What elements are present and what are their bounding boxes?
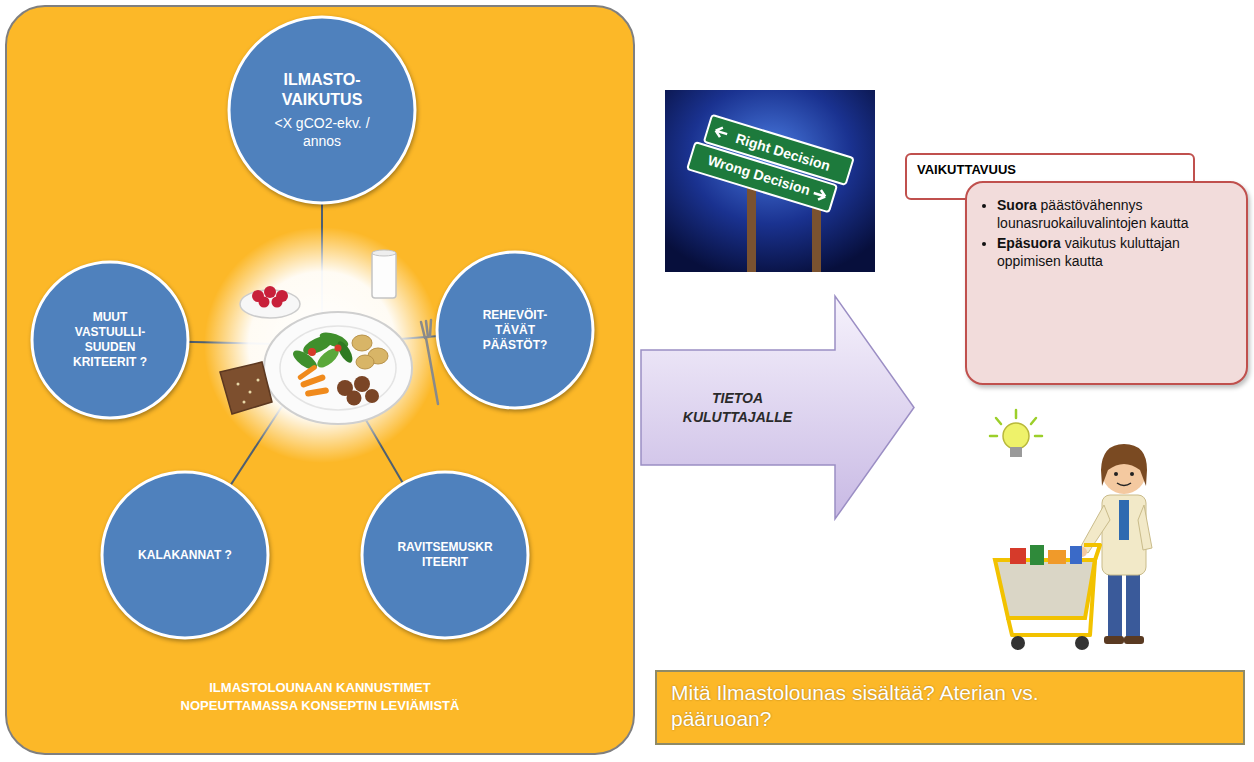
criteria-circle: REHEVÖIT- TÄVÄT PÄÄSTÖT? xyxy=(435,250,595,410)
milk-glass xyxy=(372,250,396,298)
circle-title: KALAKANNAT ? xyxy=(123,548,248,563)
circle-text-wrap: ILMASTO- VAIKUTUS <X gCO2-ekv. / annos xyxy=(227,15,417,205)
circle-subtitle: <X gCO2-ekv. / annos xyxy=(255,115,390,150)
criteria-circle: RAVITSEMUSKR ITEERIT xyxy=(360,470,530,640)
meal-plate-illustration xyxy=(204,227,440,463)
arrow-label: TIETOA KULUTTAJALLE xyxy=(673,389,803,425)
fork xyxy=(421,320,438,404)
circle-text-wrap: MUUT VASTUULLI- SUUDEN KRITEERIT ? xyxy=(30,260,190,420)
berry-bowl xyxy=(240,286,300,318)
meatballs xyxy=(337,376,379,406)
circle-outline xyxy=(437,252,593,408)
callout-body-box: Suora päästövähennys lounasruokailuvalin… xyxy=(965,181,1248,385)
circle-outline xyxy=(362,472,528,638)
question-text: Mitä Ilmastolounas sisältää? Aterian vs.… xyxy=(671,680,1141,733)
question-box: Mitä Ilmastolounas sisältää? Aterian vs.… xyxy=(655,670,1245,745)
bullet-item: Suora päästövähennys lounasruokailuvalin… xyxy=(997,197,1212,232)
circle-title: MUUT VASTUULLI- SUUDEN KRITEERIT ? xyxy=(60,310,160,370)
arrow-shape xyxy=(640,295,915,520)
lightbulb xyxy=(990,410,1042,457)
salad xyxy=(290,329,355,373)
arrow-text-wrap: TIETOA KULUTTAJALLE xyxy=(640,350,835,465)
circle-text-wrap: RAVITSEMUSKR ITEERIT xyxy=(360,470,530,640)
shopping-cart xyxy=(995,545,1100,650)
shopper-illustration xyxy=(990,410,1152,650)
circle-title: REHEVÖIT- TÄVÄT PÄÄSTÖT? xyxy=(468,308,563,353)
effectiveness-box: VAIKUTTAVUUS Suora päästövähennys lounasr… xyxy=(905,153,1248,385)
bullet-item: Epäsuora vaikutus kuluttajan oppimisen k… xyxy=(997,235,1212,270)
bullet-list: Suora päästövähennys lounasruokailuvalin… xyxy=(975,197,1234,270)
panel-caption-wrap: ILMASTOLOUNAAN KANNUSTIMET NOPEUTTAMASSA… xyxy=(7,679,633,714)
decision-sign-picture xyxy=(665,90,875,272)
circle-text-wrap: REHEVÖIT- TÄVÄT PÄÄSTÖT? xyxy=(435,250,595,410)
circle-outline xyxy=(229,17,415,203)
panel-ground xyxy=(6,6,634,754)
incentive-panel: ILMASTO- VAIKUTUS <X gCO2-ekv. / annosMUU… xyxy=(5,5,635,755)
callout-heading: VAIKUTTAVUUS xyxy=(917,162,1183,177)
sign-arrow xyxy=(714,126,728,139)
criteria-circle: MUUT VASTUULLI- SUUDEN KRITEERIT ? xyxy=(30,260,190,420)
circle-title: RAVITSEMUSKR ITEERIT xyxy=(385,540,505,570)
criteria-circle: ILMASTO- VAIKUTUS <X gCO2-ekv. / annos xyxy=(227,15,417,205)
bread-slice xyxy=(220,362,272,414)
plate-rim xyxy=(280,326,396,410)
potatoes xyxy=(352,335,388,369)
block-arrow: TIETOA KULUTTAJALLE xyxy=(640,295,915,520)
sign-arrow xyxy=(812,188,826,201)
panel-caption: ILMASTOLOUNAAN KANNUSTIMET NOPEUTTAMASSA… xyxy=(158,679,483,714)
circle-shape xyxy=(227,15,417,205)
circle-outline xyxy=(32,262,188,418)
carrots xyxy=(297,364,329,397)
plate-halo xyxy=(204,227,440,463)
sign-boards xyxy=(687,113,853,215)
circle-outline xyxy=(102,472,268,638)
criteria-circle: KALAKANNAT ? xyxy=(100,470,270,640)
circle-text-wrap: KALAKANNAT ? xyxy=(100,470,270,640)
sign-sky xyxy=(665,90,875,272)
arrow-outline xyxy=(641,296,914,519)
circle-title: ILMASTO- VAIKUTUS xyxy=(255,70,390,110)
plate xyxy=(264,312,412,424)
